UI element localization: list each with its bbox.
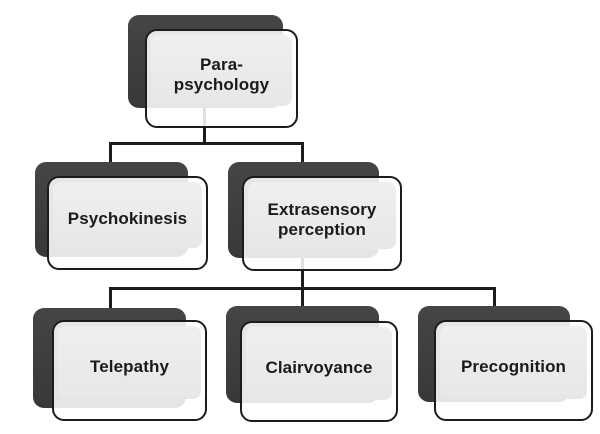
connector-telepathy-stub [109, 287, 112, 315]
node-label: Precognition [460, 356, 567, 376]
node-label: Psychokinesis [67, 209, 188, 228]
node-parapsychology: Para- psychology [145, 29, 298, 128]
connector-precognition-stub [493, 287, 496, 315]
connector-clairvoyance-stub [301, 287, 304, 315]
node-panel [151, 35, 292, 106]
node-precognition: Precognition [434, 320, 593, 421]
node-panel [53, 182, 202, 248]
node-panel [248, 182, 396, 249]
node-psychokinesis: Psychokinesis [47, 176, 208, 270]
node-panel [246, 327, 392, 400]
node-label: Clairvoyance [265, 357, 373, 377]
node-panel [58, 326, 201, 399]
node-extrasensory-perception: Extrasensory perception [242, 176, 402, 271]
connector-esp-stub [301, 142, 304, 176]
node-label: Extrasensory perception [267, 199, 377, 239]
connector-level1-bar [109, 142, 304, 145]
node-label: Telepathy [90, 356, 169, 376]
connector-psychokinesis-stub [109, 142, 112, 176]
node-label: Para- psychology [173, 54, 270, 94]
node-telepathy: Telepathy [52, 320, 207, 421]
node-panel [440, 326, 587, 399]
node-clairvoyance: Clairvoyance [240, 321, 398, 422]
